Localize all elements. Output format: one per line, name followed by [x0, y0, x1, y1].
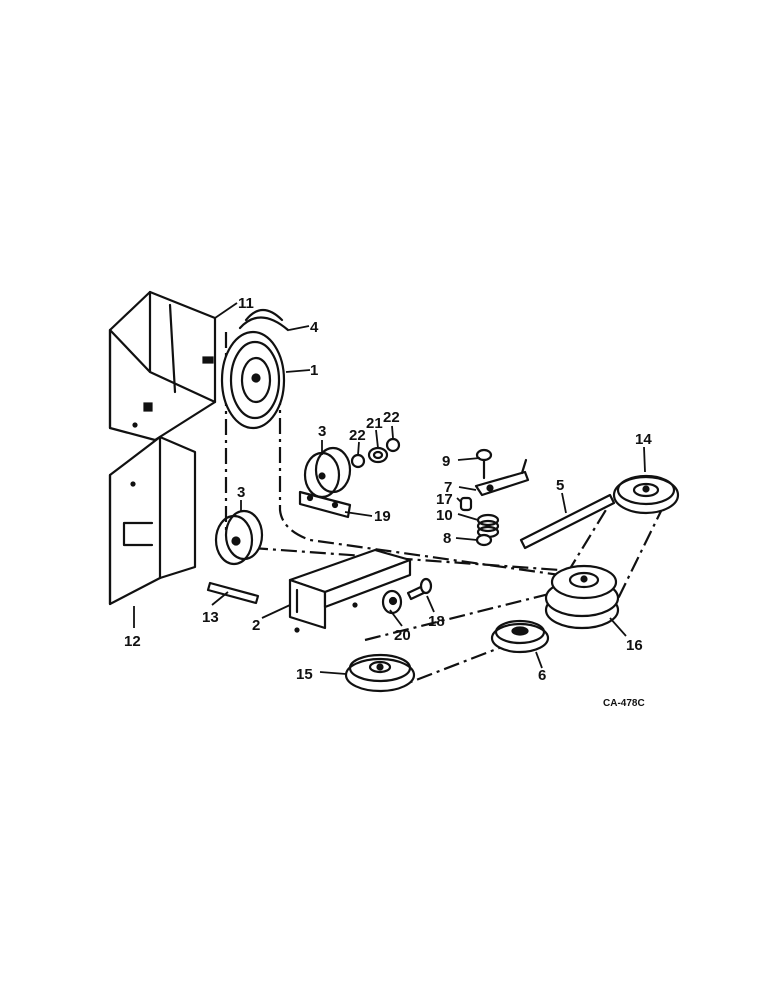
bolt-part-9: [475, 448, 493, 480]
support-frame-part-2: [288, 548, 412, 633]
bolt-part-18: [406, 577, 433, 601]
hub-part-20: [381, 589, 403, 615]
spacer-part-17: [459, 496, 473, 512]
callout-5: 5: [556, 477, 564, 494]
idler-bracket-part-19: [298, 490, 352, 519]
callout-20: 20: [394, 627, 411, 644]
upper-shield-part-11: [108, 290, 217, 442]
pulley-part-14: [612, 474, 680, 515]
callout-16: 16: [626, 637, 643, 654]
idler-pulley-lower-part-3: [214, 509, 264, 566]
callout-12: 12: [124, 633, 141, 650]
callout-22-right: 22: [383, 409, 400, 426]
callout-labels: 11 4 1 3 22 21 22 19 3 9 7 17 10 8 5 14 …: [124, 295, 652, 684]
callout-7: 7: [444, 479, 452, 496]
callout-10: 10: [436, 507, 453, 524]
callout-leaders: [133, 302, 646, 675]
callout-13: 13: [202, 609, 219, 626]
belt-guard-part-4: [238, 308, 290, 332]
callout-6: 6: [538, 667, 546, 684]
shaft-pin-part-13: [206, 581, 260, 605]
large-pulley-part-1: [220, 330, 286, 430]
nut-part-8: [475, 533, 493, 547]
callout-18: 18: [428, 613, 445, 630]
callout-4: 4: [310, 319, 319, 336]
callout-9: 9: [442, 453, 450, 470]
callout-19: 19: [374, 508, 391, 525]
callout-17: 17: [436, 491, 453, 508]
lower-shield-part-12: [108, 435, 197, 606]
drawing-code: CA-478C: [603, 698, 645, 709]
shaft-part-5: [519, 493, 616, 550]
callout-8: 8: [443, 530, 451, 547]
double-pulley-part-16: [544, 564, 620, 630]
callout-3-lower: 3: [237, 484, 245, 501]
callout-2: 2: [252, 617, 260, 634]
washer-part-22-left: [350, 453, 366, 469]
idler-pulley-upper-part-3: [303, 446, 352, 499]
sheave-part-6: [490, 619, 550, 654]
washer-part-22-right: [385, 437, 401, 453]
callout-1: 1: [310, 362, 318, 379]
bushing-part-21: [367, 446, 389, 464]
tension-arm-part-7: [474, 458, 530, 497]
callout-11: 11: [238, 295, 254, 312]
callout-14: 14: [635, 431, 652, 448]
callout-3-upper: 3: [318, 423, 326, 440]
callout-22-left: 22: [349, 427, 366, 444]
sheave-part-15: [344, 653, 416, 693]
callout-21: 21: [366, 415, 383, 432]
spring-part-10: [476, 513, 500, 539]
callout-15: 15: [296, 666, 313, 683]
